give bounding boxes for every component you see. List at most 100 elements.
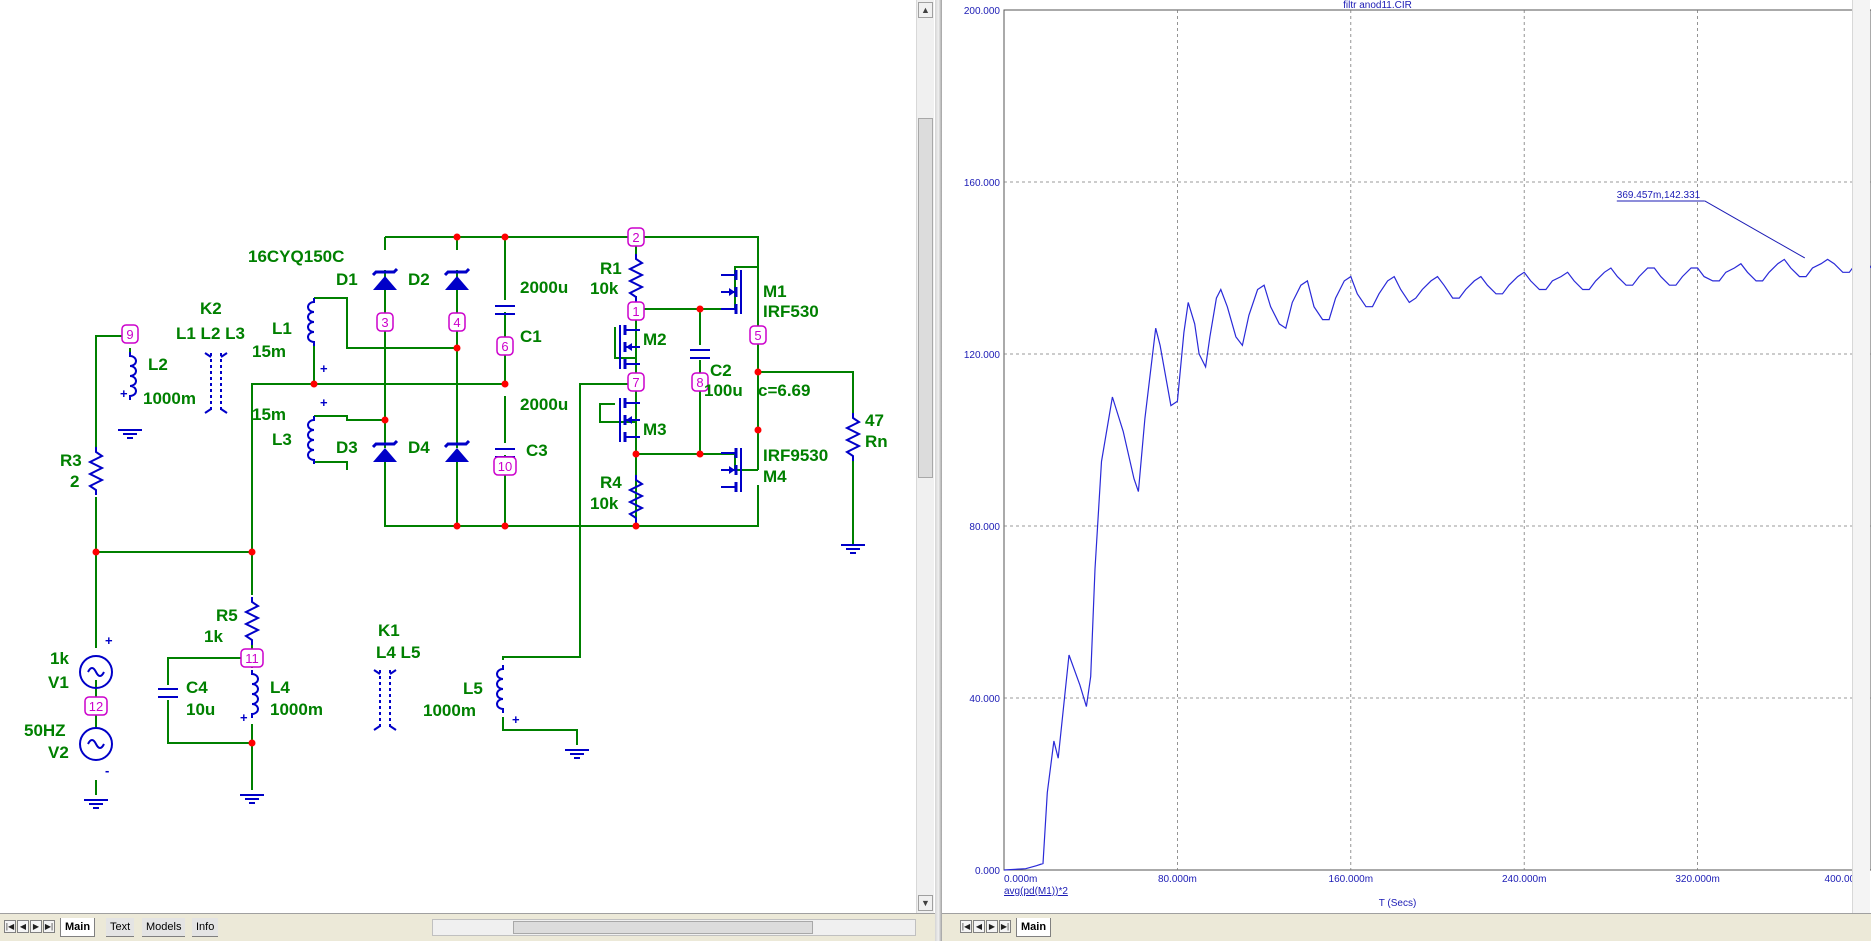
node-4: 4 bbox=[448, 312, 466, 332]
node-2: 2 bbox=[627, 227, 645, 247]
value-C4: 10u bbox=[186, 700, 215, 719]
plot-vertical-scrollbar[interactable] bbox=[1852, 0, 1870, 913]
part-label: 16CYQ150C bbox=[248, 247, 344, 266]
pane-splitter[interactable] bbox=[935, 0, 942, 941]
svg-text:12: 12 bbox=[89, 699, 103, 714]
label-R5: R5 bbox=[216, 606, 238, 625]
label-L3: L3 bbox=[272, 430, 292, 449]
svg-text:7: 7 bbox=[632, 375, 639, 390]
plot-grid bbox=[1003, 9, 1871, 871]
plot-frame bbox=[1003, 9, 1871, 871]
node-1: 1 bbox=[627, 301, 645, 321]
value-V2: 50HZ bbox=[24, 721, 66, 740]
plot-title: filtr anod11.CIR bbox=[1343, 0, 1412, 11]
value-Rn: 47 bbox=[865, 411, 884, 430]
value-R4: 10k bbox=[590, 494, 619, 513]
scroll-thumb[interactable] bbox=[918, 118, 933, 478]
svg-text:11: 11 bbox=[245, 651, 259, 666]
label-M4: M4 bbox=[763, 467, 787, 486]
trace-name-label[interactable]: avg(pd(M1))*2 bbox=[1004, 886, 1068, 897]
svg-text:+: + bbox=[240, 710, 248, 725]
y-tick-label: 0.000 bbox=[975, 866, 1000, 877]
value-R3: 2 bbox=[70, 472, 79, 491]
svg-text:+: + bbox=[320, 361, 328, 376]
value-L1: 15m bbox=[252, 342, 286, 361]
plot-first-tab-button[interactable]: |◀ bbox=[960, 920, 972, 933]
x-tick-label: 400.000m bbox=[1825, 874, 1869, 885]
plot-tab-bar: |◀ ◀ ▶ ▶| Main bbox=[942, 913, 1871, 941]
label-L1: L1 bbox=[272, 319, 292, 338]
tab-main[interactable]: Main bbox=[60, 918, 96, 937]
last-tab-button[interactable]: ▶| bbox=[43, 920, 55, 933]
plot-tab-main[interactable]: Main bbox=[1016, 918, 1052, 937]
label-V1: V1 bbox=[48, 673, 69, 692]
inductors bbox=[129, 297, 504, 719]
tab-text[interactable]: Text bbox=[106, 918, 135, 937]
next-tab-button[interactable]: ▶ bbox=[30, 920, 42, 933]
c-value: c=6.69 bbox=[758, 381, 810, 400]
value-R1: 10k bbox=[590, 279, 619, 298]
plot-prev-tab-button[interactable]: ◀ bbox=[973, 920, 985, 933]
x-axis-label: T (Secs) bbox=[1379, 898, 1417, 909]
x-tick-label: 0.000m bbox=[1004, 874, 1037, 885]
first-tab-button[interactable]: |◀ bbox=[4, 920, 16, 933]
schematic-horizontal-scrollbar[interactable] bbox=[432, 919, 916, 936]
label-M2: M2 bbox=[643, 330, 667, 349]
value-C2: 100u bbox=[704, 381, 743, 400]
diodes bbox=[371, 267, 471, 464]
x-tick-label: 80.000m bbox=[1158, 874, 1197, 885]
value-C3: 2000u bbox=[520, 395, 568, 414]
node-3: 3 bbox=[376, 312, 394, 332]
label-L5: L5 bbox=[463, 679, 483, 698]
schematic-vertical-scrollbar[interactable]: ▲ ▼ bbox=[916, 0, 934, 913]
svg-text:4: 4 bbox=[453, 315, 460, 330]
svg-text:+: + bbox=[105, 633, 113, 648]
svg-text:-: - bbox=[105, 763, 109, 778]
svg-text:2: 2 bbox=[632, 230, 639, 245]
k1-coupled: L4 L5 bbox=[376, 643, 420, 662]
value-L2: 1000m bbox=[143, 389, 196, 408]
label-K1: K1 bbox=[378, 621, 400, 640]
value-L3: 15m bbox=[252, 405, 286, 424]
type-M1: IRF530 bbox=[763, 302, 819, 321]
polarity-marks: ++ ++ ++ - bbox=[105, 361, 520, 778]
transformer-cores bbox=[204, 352, 397, 731]
label-C2: C2 bbox=[710, 361, 732, 380]
node-12: 12 bbox=[84, 696, 108, 716]
y-tick-label: 40.000 bbox=[969, 694, 1000, 705]
plot-canvas[interactable]: filtr anod11.CIR 0.00040.00080.000120.00… bbox=[942, 0, 1871, 913]
value-R5: 1k bbox=[204, 627, 223, 646]
label-L2: L2 bbox=[148, 355, 168, 374]
prev-tab-button[interactable]: ◀ bbox=[17, 920, 29, 933]
plot-last-tab-button[interactable]: ▶| bbox=[999, 920, 1011, 933]
label-D3: D3 bbox=[336, 438, 358, 457]
svg-text:10: 10 bbox=[498, 459, 512, 474]
value-L4: 1000m bbox=[270, 700, 323, 719]
svg-text:1: 1 bbox=[632, 304, 639, 319]
label-V2: V2 bbox=[48, 743, 69, 762]
label-K2: K2 bbox=[200, 299, 222, 318]
tab-info[interactable]: Info bbox=[192, 918, 219, 937]
label-C1: C1 bbox=[520, 327, 542, 346]
node-7: 7 bbox=[627, 372, 645, 392]
x-tick-label: 240.000m bbox=[1502, 874, 1546, 885]
svg-text:9: 9 bbox=[126, 327, 133, 342]
grounds bbox=[83, 429, 866, 809]
svg-text:6: 6 bbox=[501, 339, 508, 354]
scroll-up-button[interactable]: ▲ bbox=[918, 2, 933, 18]
horizontal-scroll-thumb[interactable] bbox=[513, 921, 813, 934]
scroll-down-button[interactable]: ▼ bbox=[918, 895, 933, 911]
plot-next-tab-button[interactable]: ▶ bbox=[986, 920, 998, 933]
node-10: 10 bbox=[493, 456, 517, 476]
k2-coupled: L1 L2 L3 bbox=[176, 324, 245, 343]
tab-models[interactable]: Models bbox=[142, 918, 186, 937]
label-D2: D2 bbox=[408, 270, 430, 289]
y-tick-label: 160.000 bbox=[964, 178, 1001, 189]
schematic-labels: 16CYQ150C D1 D2 D3 D4 2000u C1 2000u C3 … bbox=[24, 247, 888, 762]
label-C4: C4 bbox=[186, 678, 208, 697]
